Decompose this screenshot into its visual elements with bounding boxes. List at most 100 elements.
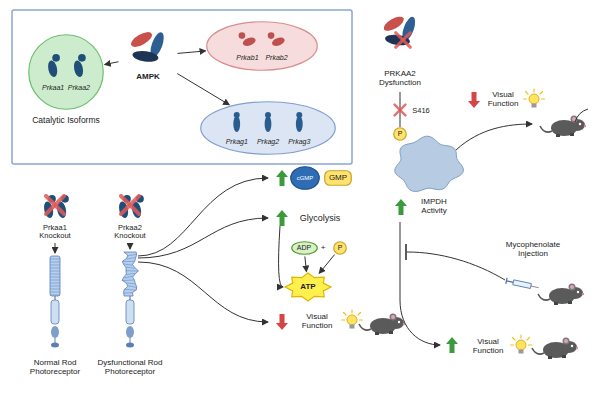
text-holder: Visual Function	[297, 313, 337, 331]
shape-fill	[291, 167, 320, 190]
syringe-icon-part	[531, 286, 539, 288]
dysfunctional-rod	[122, 252, 138, 348]
alpha-icon	[73, 54, 86, 78]
knockout-cross	[46, 196, 64, 214]
phosphate-circle: P	[393, 127, 407, 141]
normal-rod-part	[50, 271, 60, 272]
beta-isoform-ellipse: Prkab1Prkab2	[206, 21, 318, 71]
gamma-icon	[233, 112, 240, 132]
inhibition-line	[407, 252, 505, 280]
normal-rod-part	[50, 262, 60, 263]
node-label: GMP	[329, 174, 347, 183]
node-label: P	[398, 130, 403, 138]
mouse-icon	[359, 314, 405, 336]
knockout-label: Prkaa1 Knockout	[32, 224, 78, 241]
syringe-icon	[506, 278, 540, 291]
normal-rod-part	[50, 292, 60, 293]
inhibition-bar	[405, 244, 407, 260]
impdh-enzyme	[395, 136, 464, 191]
syringe-icon-part	[506, 278, 507, 284]
cgmp-circle: cGMP	[290, 166, 320, 190]
text-holder: cGMP	[297, 175, 314, 182]
increase-arrow	[276, 210, 288, 226]
normal-rod	[50, 256, 60, 348]
normal-rod-part	[50, 289, 60, 290]
treatment-label: Mycophenolate Injection	[495, 241, 571, 259]
blocked-cross	[395, 105, 406, 116]
normal-rod-part	[50, 280, 60, 281]
shape-fill	[334, 242, 347, 255]
shape-fill	[285, 273, 331, 301]
text-holder: AMPK	[136, 73, 160, 82]
ampk-subunit-panel	[12, 10, 352, 164]
dysfunctional-rod-part	[122, 279, 134, 281]
leader-arrow	[130, 243, 131, 249]
catalytic-isoform-circle: Prkaa1Prkaa2Catalytic Isoforms	[28, 34, 104, 110]
dysfunctional-rod-part	[122, 261, 134, 262]
text-holder: Prkaa1 Knockout	[32, 224, 78, 241]
effect-arrow	[400, 222, 440, 345]
decrease-arrow	[468, 92, 480, 108]
dysfunctional-rod-part	[127, 282, 136, 284]
normal-rod-part	[54, 296, 55, 300]
group-heading: Catalytic Isoforms	[32, 116, 100, 126]
dysfunctional-rod-part	[126, 270, 138, 271]
enzyme-label: IMPDH Activity	[412, 198, 456, 216]
mouse-icon	[532, 338, 578, 360]
ampk-complex	[382, 14, 418, 47]
text-holder: Prkaa2 Knockout	[107, 224, 153, 241]
catalytic-isoform-circle-outline	[28, 34, 104, 110]
dysfunctional-rod-part	[126, 300, 134, 324]
outcome-label: Visual Function	[297, 313, 337, 331]
text-holder: S416	[412, 107, 430, 115]
increase-arrow	[446, 337, 458, 353]
dysfunctional-rod-part	[128, 254, 137, 255]
effect-arrows	[138, 178, 283, 322]
connector-arrow	[177, 51, 205, 53]
increase-arrow	[276, 170, 288, 186]
effect-arrow	[456, 124, 532, 150]
knockout-cross	[121, 196, 139, 214]
dysfunctional-rod-part	[124, 264, 133, 265]
text-holder: Prkab2	[265, 54, 287, 62]
cell-label: Normal Rod Photoreceptor	[24, 359, 86, 377]
mouse-icon	[540, 116, 586, 138]
text-holder: ADP	[297, 244, 311, 252]
text-holder: Mycophenolate Injection	[495, 241, 571, 259]
text-holder: P	[398, 130, 403, 138]
atp-star: ATP	[285, 273, 331, 301]
beta-icon	[239, 32, 257, 47]
dysfunctional-rod-part	[126, 267, 135, 269]
connector-arrow	[177, 74, 229, 105]
node-label: AMPK	[136, 73, 160, 82]
connector-arrow	[319, 255, 334, 274]
mouse-icon	[538, 284, 584, 306]
outcome-label: Visual Function	[468, 338, 508, 356]
dysfunction-cross	[396, 33, 410, 47]
dysfunctional-rod-part	[129, 296, 130, 300]
syringe-icon-part	[506, 281, 513, 282]
normal-rod-part	[50, 259, 60, 260]
dysfunctional-rod-part	[124, 276, 133, 278]
text-holder: Normal Rod Photoreceptor	[24, 359, 86, 377]
shape-fill	[29, 35, 104, 110]
effect-arrow	[138, 218, 268, 258]
effect-arrow	[138, 178, 268, 256]
shape-fill	[394, 128, 407, 141]
impdh-enzyme	[395, 136, 464, 191]
text-holder: Prkag3	[288, 138, 310, 146]
leader-arrow	[55, 243, 56, 253]
node-label: Prkab2	[265, 54, 287, 62]
node-label: P	[338, 244, 343, 252]
dysfunctional-rod-part	[126, 343, 134, 348]
dysfunctional-rod-part	[126, 326, 134, 338]
normal-rod-part	[51, 300, 59, 324]
cell-label: Dysfunctional Rod Photoreceptor	[94, 359, 166, 377]
dysfunctional-rod-part	[124, 289, 136, 291]
node-label: Prkaa1	[42, 84, 64, 92]
gamma-icon	[296, 112, 303, 132]
node-label: ATP	[300, 283, 315, 292]
text-holder: +	[321, 244, 326, 253]
